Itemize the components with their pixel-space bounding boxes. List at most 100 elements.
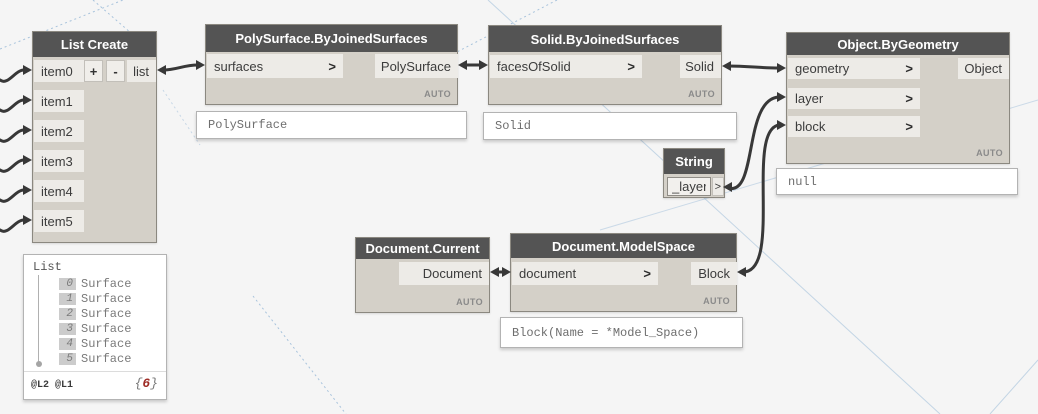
output-port-string[interactable]: > <box>712 177 724 196</box>
output-port-document[interactable]: Document <box>399 262 489 285</box>
output-port-block[interactable]: Block <box>691 262 737 285</box>
port-label: Solid <box>685 59 714 74</box>
port-label: item3 <box>41 153 73 169</box>
input-port-geometry[interactable]: geometry > <box>788 58 920 79</box>
list-index: 5 <box>59 352 76 365</box>
output-port-list[interactable]: list <box>127 60 156 82</box>
port-label: surfaces <box>214 58 264 74</box>
node-title[interactable]: Document.Current <box>356 238 489 259</box>
list-value: Surface <box>81 336 132 351</box>
string-value-input[interactable] <box>667 177 711 196</box>
preview-text: Block(Name = *Model_Space) <box>512 325 700 340</box>
output-port-solid[interactable]: Solid <box>680 55 721 78</box>
list-item: 1 Surface <box>59 291 132 306</box>
node-title[interactable]: Object.ByGeometry <box>787 33 1009 55</box>
default-value-chevron-icon[interactable]: > <box>643 266 651 281</box>
add-item-button[interactable]: + <box>84 60 103 82</box>
port-label: document <box>519 266 577 281</box>
node-object-bygeometry[interactable]: Object.ByGeometry geometry > layer > blo… <box>786 32 1010 164</box>
list-item: 5 Surface <box>59 351 132 366</box>
lacing-badge: AUTO <box>424 89 451 99</box>
node-title[interactable]: Document.ModelSpace <box>511 234 736 258</box>
preview-bubble-solid[interactable]: Solid <box>483 112 737 140</box>
port-label: item4 <box>41 183 73 199</box>
list-index: 2 <box>59 307 76 320</box>
input-port-document[interactable]: document > <box>512 262 658 285</box>
node-polysurface-byjoinedsurfaces[interactable]: PolySurface.ByJoinedSurfaces surfaces > … <box>205 24 458 105</box>
node-title[interactable]: Solid.ByJoinedSurfaces <box>489 26 721 52</box>
list-index: 3 <box>59 322 76 335</box>
list-value: Surface <box>81 306 132 321</box>
input-port-item2[interactable]: item2 <box>34 120 84 142</box>
node-title[interactable]: String <box>664 149 724 174</box>
node-list-create[interactable]: List Create item0 item1 item2 item3 item… <box>32 31 157 243</box>
input-port-layer[interactable]: layer > <box>788 88 920 109</box>
list-value: Surface <box>81 276 132 291</box>
list-tree-line <box>38 275 39 362</box>
list-item: 4 Surface <box>59 336 132 351</box>
lacing-badge: AUTO <box>976 148 1003 158</box>
node-document-modelspace[interactable]: Document.ModelSpace document > Block AUT… <box>510 233 737 312</box>
list-value: Surface <box>81 351 132 366</box>
input-port-item5[interactable]: item5 <box>34 210 84 232</box>
list-index: 4 <box>59 337 76 350</box>
port-label: item5 <box>41 213 73 229</box>
lacing-badge: AUTO <box>688 89 715 99</box>
list-levels-label[interactable]: @L2 @L1 <box>31 380 74 391</box>
port-label: Document <box>422 266 482 281</box>
port-label: item1 <box>41 93 73 109</box>
list-item: 2 Surface <box>59 306 132 321</box>
preview-bubble-modelspace[interactable]: Block(Name = *Model_Space) <box>500 317 743 348</box>
port-label: > <box>714 180 721 193</box>
default-value-chevron-icon[interactable]: > <box>328 58 336 74</box>
default-value-chevron-icon[interactable]: > <box>905 91 913 106</box>
lacing-badge: AUTO <box>456 297 483 307</box>
node-title[interactable]: PolySurface.ByJoinedSurfaces <box>206 25 457 52</box>
preview-bubble-polysurface[interactable]: PolySurface <box>196 111 467 139</box>
default-value-chevron-icon[interactable]: > <box>905 61 913 76</box>
remove-item-button[interactable]: - <box>106 60 125 82</box>
input-port-item4[interactable]: item4 <box>34 180 84 202</box>
node-solid-byjoinedsurfaces[interactable]: Solid.ByJoinedSurfaces facesOfSolid > So… <box>488 25 722 105</box>
list-count-badge: {6} <box>134 376 158 391</box>
default-value-chevron-icon[interactable]: > <box>627 59 635 74</box>
node-string[interactable]: String > <box>663 148 725 198</box>
port-label: geometry <box>795 61 850 76</box>
list-value: Surface <box>81 291 132 306</box>
port-label: layer <box>795 91 824 106</box>
list-root-label: List <box>33 260 62 274</box>
preview-bubble-object[interactable]: null <box>776 168 1018 195</box>
port-label: block <box>795 119 826 134</box>
input-port-item3[interactable]: item3 <box>34 150 84 172</box>
port-label: list <box>133 63 149 79</box>
input-port-facesofsolid[interactable]: facesOfSolid > <box>490 55 642 78</box>
list-preview-footer: @L2 @L1 {6} <box>24 371 166 399</box>
node-title[interactable]: List Create <box>33 32 156 57</box>
output-port-object[interactable]: Object <box>958 58 1009 79</box>
list-tree-dot <box>36 361 42 367</box>
list-item: 0 Surface <box>59 276 132 291</box>
output-port-polysurface[interactable]: PolySurface <box>375 54 458 78</box>
list-value: Surface <box>81 321 132 336</box>
port-label: PolySurface <box>380 58 451 74</box>
list-item: 3 Surface <box>59 321 132 336</box>
preview-text: PolySurface <box>208 118 288 132</box>
input-port-item0[interactable]: item0 <box>34 60 84 82</box>
port-label: item2 <box>41 123 73 139</box>
lacing-badge: AUTO <box>703 296 730 306</box>
port-label: Block <box>698 266 730 281</box>
preview-text: null <box>788 174 817 189</box>
input-port-surfaces[interactable]: surfaces > <box>207 54 343 78</box>
input-port-block[interactable]: block > <box>788 116 920 137</box>
preview-text: Solid <box>495 119 532 133</box>
port-label: Object <box>964 61 1002 76</box>
list-index: 1 <box>59 292 76 305</box>
port-label: item0 <box>41 63 73 79</box>
default-value-chevron-icon[interactable]: > <box>905 119 913 134</box>
list-index: 0 <box>59 277 76 290</box>
node-document-current[interactable]: Document.Current Document AUTO <box>355 237 490 313</box>
input-port-item1[interactable]: item1 <box>34 90 84 112</box>
